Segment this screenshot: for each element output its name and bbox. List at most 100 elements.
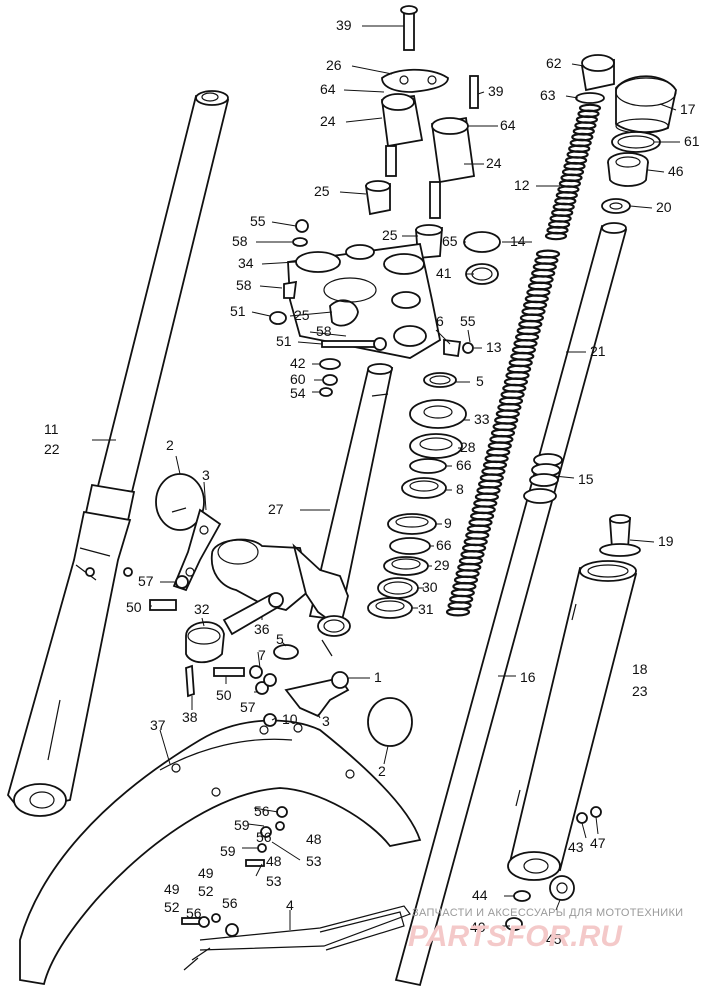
handlebar-holder-upper-right — [429, 75, 479, 219]
label-58-top: 58 — [232, 233, 248, 249]
top-cap-62 — [580, 54, 615, 92]
label-65: 65 — [442, 233, 458, 249]
label-57-lower: 57 — [240, 699, 256, 715]
label-57-upper: 57 — [138, 573, 154, 589]
label-36: 36 — [254, 621, 270, 637]
label-27: 27 — [268, 501, 284, 517]
label-39-right: 39 — [488, 83, 504, 99]
guide-20 — [601, 198, 631, 214]
oil-lock-piece-19 — [599, 514, 641, 557]
watermark-logo: PARTSFOR.RU — [408, 920, 623, 953]
label-13: 13 — [486, 339, 502, 355]
drain-bolt-43-47 — [576, 806, 602, 839]
label-24-left: 24 — [320, 113, 336, 129]
label-45: 45 — [546, 931, 562, 947]
label-50-lower: 50 — [216, 687, 232, 703]
label-6: 6 — [436, 313, 444, 329]
fork-spring-lower — [445, 249, 561, 617]
label-59-b: 59 — [220, 843, 236, 859]
bolt-44-40 — [505, 890, 531, 931]
label-17: 17 — [680, 101, 696, 117]
label-32: 32 — [194, 601, 210, 617]
label-58-lower: 58 — [316, 323, 332, 339]
label-34: 34 — [238, 255, 254, 271]
right-fork-slider — [507, 560, 638, 881]
label-18: 18 — [632, 661, 648, 677]
clip-38 — [185, 664, 195, 698]
label-10: 10 — [282, 711, 298, 727]
fender-bolts — [181, 713, 288, 937]
headlight-bracket-3-upper — [172, 508, 222, 592]
label-7: 7 — [258, 647, 266, 663]
piston-ring-15 — [523, 453, 563, 504]
label-54: 54 — [290, 385, 306, 401]
label-66-upper: 66 — [456, 457, 472, 473]
label-52-b: 52 — [164, 899, 180, 915]
label-39-top: 39 — [336, 17, 352, 33]
label-56-a: 56 — [254, 803, 270, 819]
label-49-a: 49 — [198, 865, 214, 881]
spring-coil — [445, 607, 471, 617]
label-64-right: 64 — [500, 117, 516, 133]
left-fork-tube — [7, 90, 230, 817]
label-15: 15 — [578, 471, 594, 487]
fork-top-bridge — [287, 242, 442, 359]
label-37: 37 — [150, 717, 166, 733]
right-inner-tube — [394, 222, 628, 987]
bolt-36 — [222, 592, 284, 636]
label-20: 20 — [656, 199, 672, 215]
label-8: 8 — [456, 481, 464, 497]
fork-spring-upper — [544, 103, 602, 241]
label-11: 11 — [44, 421, 59, 437]
handlebar-holder-upper-left — [380, 93, 424, 177]
label-52-a: 52 — [198, 883, 214, 899]
label-2-upper: 2 — [166, 437, 174, 453]
label-53-b: 53 — [266, 873, 282, 889]
seal-46 — [607, 152, 649, 187]
label-2-lower: 2 — [378, 763, 386, 779]
label-5-lower: 5 — [276, 631, 284, 647]
label-41: 41 — [436, 265, 452, 281]
label-61: 61 — [684, 133, 700, 149]
label-58-mid: 58 — [236, 277, 252, 293]
label-3-lower: 3 — [322, 713, 330, 729]
label-56-b: 56 — [256, 829, 272, 845]
label-55-right: 55 — [460, 313, 476, 329]
label-59-a: 59 — [234, 817, 250, 833]
fork-clamp-body — [210, 538, 351, 657]
label-26: 26 — [326, 57, 342, 73]
label-62: 62 — [546, 55, 562, 71]
watermark: PARTSFOR.RU ЗАПЧАСТИ И АКСЕССУАРЫ ДЛЯ МО… — [408, 907, 683, 953]
label-30: 30 — [422, 579, 438, 595]
leader-lines — [92, 25, 680, 930]
watermark-caption: ЗАПЧАСТИ И АКСЕССУАРЫ ДЛЯ МОТОТЕХНИКИ — [412, 907, 683, 919]
label-4: 4 — [286, 897, 294, 913]
part-labels: 39 26 64 24 25 39 64 24 62 63 17 61 46 1… — [44, 17, 700, 947]
ring-5-lower — [273, 644, 299, 660]
label-31: 31 — [418, 601, 434, 617]
label-49-b: 49 — [164, 881, 180, 897]
cap-65 — [463, 231, 501, 253]
spring-coil — [544, 231, 568, 241]
label-66-lower: 66 — [436, 537, 452, 553]
label-50-upper: 50 — [126, 599, 142, 615]
label-25-right: 25 — [382, 227, 398, 243]
ring-61 — [611, 131, 661, 153]
label-3-upper: 3 — [202, 467, 210, 483]
handlebar-clamp-bracket — [381, 68, 449, 93]
fork-cover-17 — [615, 75, 677, 134]
label-23: 23 — [632, 683, 648, 699]
label-63: 63 — [540, 87, 556, 103]
front-fender — [19, 719, 422, 986]
label-51-mid: 51 — [276, 333, 292, 349]
clamp-32 — [185, 621, 225, 664]
label-25-upper: 25 — [314, 183, 330, 199]
label-38: 38 — [182, 709, 198, 725]
label-64-left: 64 — [320, 81, 336, 97]
top-bridge-small-parts — [269, 219, 474, 397]
label-51-upper: 51 — [230, 303, 246, 319]
label-47: 47 — [590, 835, 606, 851]
label-55-left: 55 — [250, 213, 266, 229]
label-48-b: 48 — [266, 853, 282, 869]
